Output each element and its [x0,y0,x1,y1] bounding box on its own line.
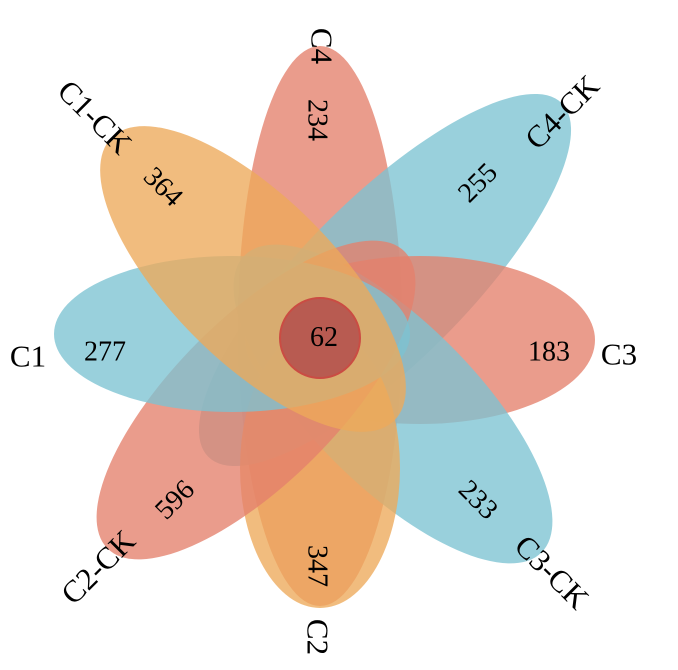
core-circle [279,297,361,379]
count-c3: 183 [528,337,570,368]
set-name-c1: C1 [10,339,46,374]
set-name-c3: C3 [601,337,637,372]
count-c1: 277 [84,337,126,368]
set-name-c2ck: C2-CK [54,523,143,612]
set-name-c3ck: C3-CK [508,528,597,617]
core-group: 62 [279,297,361,379]
count-c2: 347 [302,545,333,587]
set-name-c2: C2 [301,619,336,655]
set-name-c1ck: C1-CK [51,73,140,162]
count-c4: 234 [302,99,333,141]
core-count: 62 [310,322,338,353]
set-name-c4: C4 [305,28,340,65]
petal-layer [54,46,595,608]
